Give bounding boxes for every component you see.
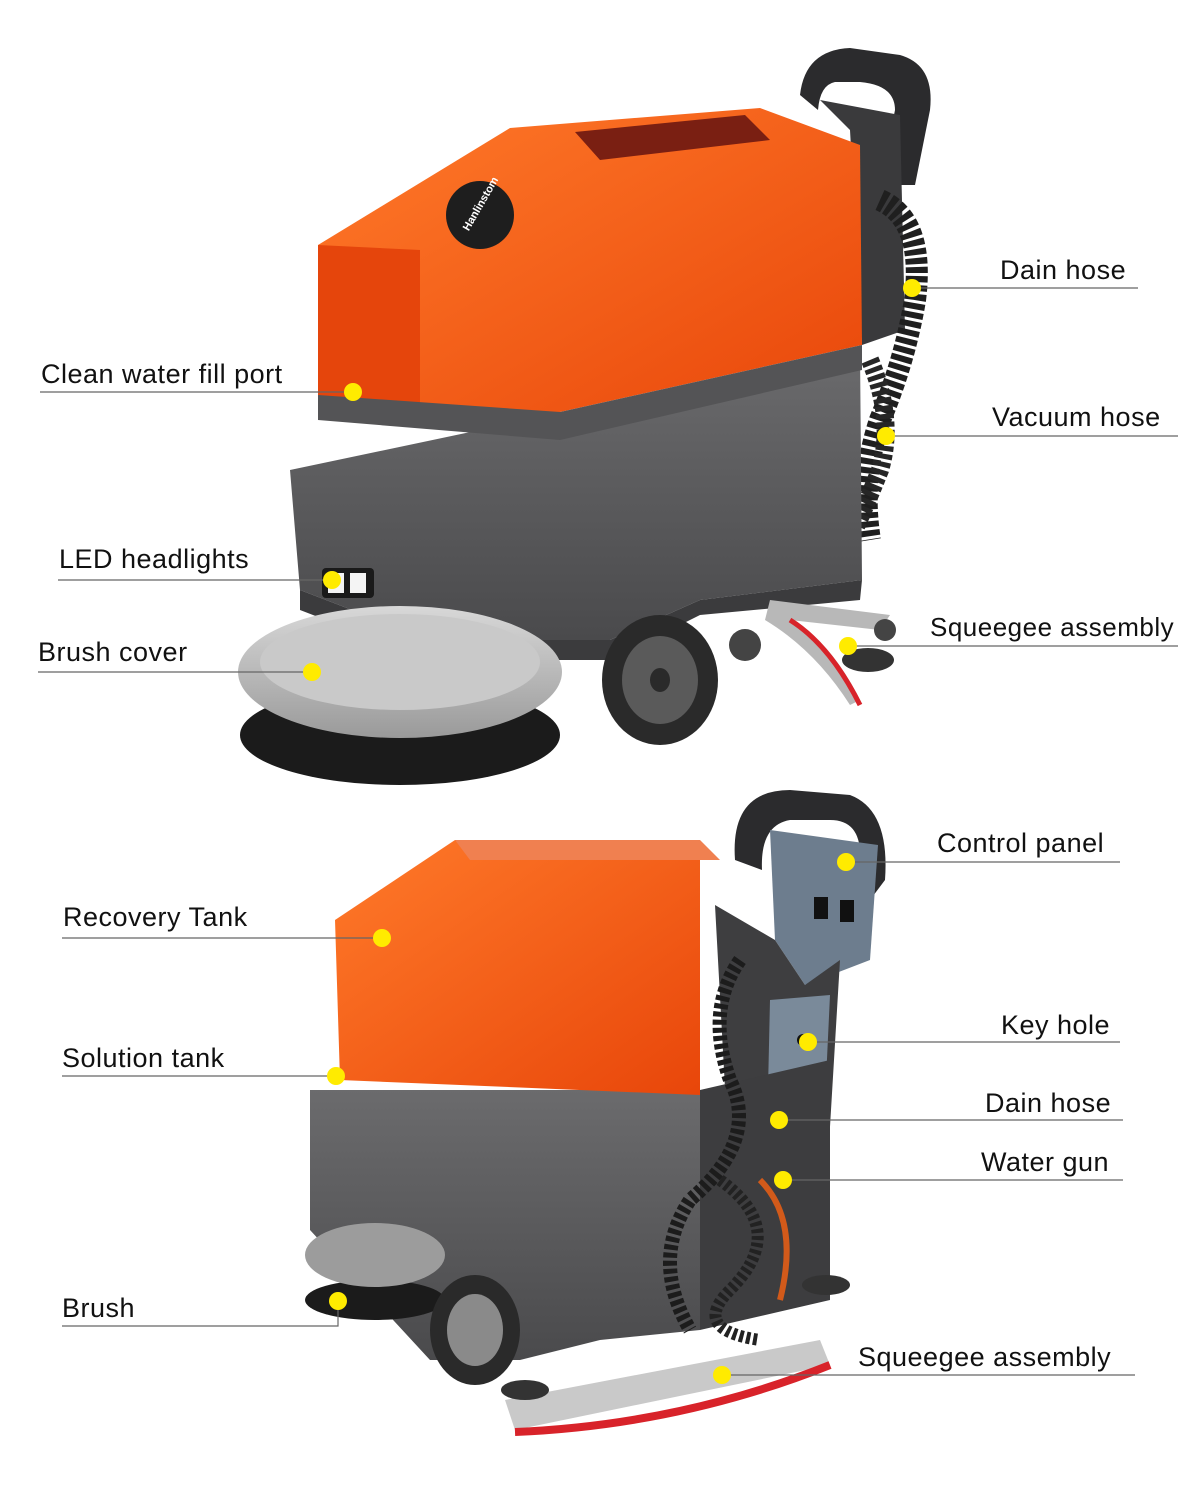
marker-dot[interactable] xyxy=(329,1292,347,1310)
bottom-brush-cover xyxy=(305,1223,445,1287)
marker-dot[interactable] xyxy=(774,1171,792,1189)
marker-dot[interactable] xyxy=(344,383,362,401)
top-gray-mid xyxy=(318,345,862,440)
marker-dot[interactable] xyxy=(323,571,341,589)
top-handle-column xyxy=(820,100,905,345)
marker-dot[interactable] xyxy=(713,1366,731,1384)
marker-dot[interactable] xyxy=(373,929,391,947)
top-solution-tank-shape xyxy=(290,350,862,640)
marker-dot[interactable] xyxy=(839,637,857,655)
top-vacuum-hose-shape xyxy=(831,356,895,565)
marker-dot[interactable] xyxy=(903,279,921,297)
label-top-squeegee-assembly: Squeegee assembly xyxy=(930,612,1175,642)
label-bottom-squeegee-assembly: Squeegee assembly xyxy=(858,1342,1112,1372)
bottom-scrubber xyxy=(305,790,886,1436)
label-clean-water-fill-port: Clean water fill port xyxy=(41,359,283,389)
top-recovery-tank-shape xyxy=(318,108,862,425)
top-window xyxy=(575,115,770,160)
top-logo-badge xyxy=(446,181,514,249)
bottom-squeegee-shape xyxy=(505,1340,830,1430)
bottom-drain-hose-shape xyxy=(663,955,746,1334)
label-water-gun: Water gun xyxy=(981,1147,1110,1177)
label-bottom-drain-hose: Dain hose xyxy=(985,1088,1112,1118)
bottom-handle xyxy=(734,790,886,900)
marker-dot[interactable] xyxy=(799,1033,817,1051)
label-recovery-tank: Recovery Tank xyxy=(63,902,248,932)
label-key-hole: Key hole xyxy=(1001,1010,1111,1040)
label-control-panel: Control panel xyxy=(937,828,1105,858)
bottom-brush-bristles xyxy=(305,1280,445,1320)
marker-dot[interactable] xyxy=(303,663,321,681)
top-orange-front xyxy=(318,245,420,420)
label-top-drain-hose: Dain hose xyxy=(1000,255,1127,285)
bottom-recovery-tank-shape xyxy=(335,840,700,1095)
top-drain-hose-shape xyxy=(855,189,928,542)
marker-dot[interactable] xyxy=(837,853,855,871)
top-scrubber xyxy=(238,48,931,785)
marker-dot[interactable] xyxy=(327,1067,345,1085)
label-solution-tank: Solution tank xyxy=(62,1043,225,1073)
label-brush-cover: Brush cover xyxy=(38,637,188,667)
marker-dot[interactable] xyxy=(877,427,895,445)
label-vacuum-hose: Vacuum hose xyxy=(992,402,1161,432)
label-led-headlights: LED headlights xyxy=(59,544,250,574)
marker-dot[interactable] xyxy=(770,1111,788,1129)
label-brush: Brush xyxy=(62,1293,136,1323)
